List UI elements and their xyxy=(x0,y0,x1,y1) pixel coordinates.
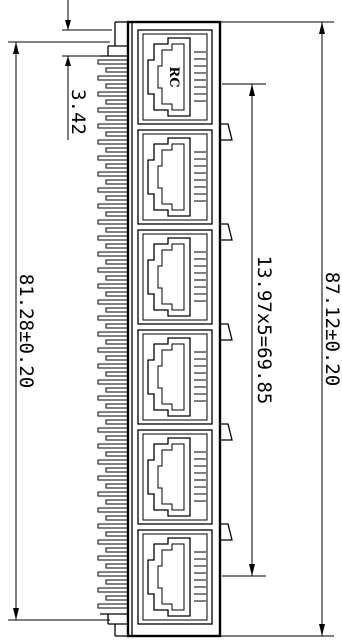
pin xyxy=(105,323,129,329)
pin xyxy=(97,347,129,353)
pin xyxy=(105,67,129,73)
pin xyxy=(97,251,129,257)
pin xyxy=(105,387,129,393)
pin xyxy=(97,411,129,417)
pin xyxy=(105,563,129,569)
pin xyxy=(97,91,129,97)
pin xyxy=(105,115,129,121)
pin xyxy=(105,163,129,169)
pin xyxy=(105,483,129,489)
pin xyxy=(105,451,129,457)
dimension-port-span: 81.28±0.20 xyxy=(8,41,110,621)
pin xyxy=(97,235,129,241)
pin xyxy=(105,179,129,185)
logo-mark: RC xyxy=(166,66,181,87)
pin xyxy=(105,531,129,537)
pin xyxy=(105,435,129,441)
dimension-overall-width-label: 87.12±0.20 xyxy=(321,272,342,386)
pin xyxy=(97,155,129,161)
pin xyxy=(105,467,129,473)
pin xyxy=(97,75,129,81)
pin xyxy=(97,171,129,177)
rj45-port xyxy=(137,229,213,325)
latch-tab xyxy=(219,123,233,141)
pin xyxy=(97,459,129,465)
pin xyxy=(97,203,129,209)
pin xyxy=(97,555,129,561)
pin xyxy=(97,59,129,65)
pin xyxy=(105,403,129,409)
pin xyxy=(105,499,129,505)
pin xyxy=(97,315,129,321)
dimension-port-pitch-label: 13.97x5=69.85 xyxy=(253,256,275,405)
pin xyxy=(105,595,129,601)
dimension-overall-width: 87.12±0.20 xyxy=(220,21,342,637)
dimension-tab-offset-label: 3.42 xyxy=(67,89,89,135)
pin xyxy=(97,267,129,273)
pin xyxy=(105,339,129,345)
pin xyxy=(97,523,129,529)
pin xyxy=(105,259,129,265)
dimension-tab-offset: 3.42 xyxy=(62,0,112,140)
pin xyxy=(105,275,129,281)
pin xyxy=(105,515,129,521)
pin xyxy=(97,395,129,401)
pin xyxy=(97,507,129,513)
pin xyxy=(105,195,129,201)
pin xyxy=(105,547,129,553)
latch-tab xyxy=(219,423,233,441)
pin xyxy=(97,539,129,545)
pin xyxy=(97,363,129,369)
rj45-port: RC xyxy=(137,29,213,125)
pin xyxy=(97,427,129,433)
pin xyxy=(97,603,129,609)
pin xyxy=(97,107,129,113)
latch-tabs xyxy=(219,123,233,541)
port-array: RC xyxy=(137,29,213,625)
pin xyxy=(105,147,129,153)
pin xyxy=(97,299,129,305)
latch-tab xyxy=(219,323,233,341)
dimension-port-pitch: 13.97x5=69.85 xyxy=(222,83,275,577)
dimension-port-span-label: 81.28±0.20 xyxy=(15,274,37,388)
pin xyxy=(105,355,129,361)
pin xyxy=(105,131,129,137)
pin xyxy=(97,379,129,385)
pin xyxy=(105,99,129,105)
pin xyxy=(97,123,129,129)
pin xyxy=(97,571,129,577)
pin xyxy=(105,227,129,233)
pin xyxy=(105,83,129,89)
pin xyxy=(97,283,129,289)
pin xyxy=(97,475,129,481)
pin xyxy=(105,243,129,249)
pin xyxy=(97,331,129,337)
pin xyxy=(97,587,129,593)
pin xyxy=(97,139,129,145)
rj45-port xyxy=(137,429,213,525)
pin xyxy=(105,579,129,585)
rj45-port xyxy=(137,329,213,425)
pin xyxy=(105,307,129,313)
latch-tab xyxy=(219,223,233,241)
pin xyxy=(105,371,129,377)
pin xyxy=(105,291,129,297)
pin-array xyxy=(97,59,129,609)
pin xyxy=(97,443,129,449)
pin xyxy=(97,491,129,497)
pin xyxy=(105,419,129,425)
latch-tab xyxy=(219,523,233,541)
rj45-port xyxy=(137,529,213,625)
pin xyxy=(105,211,129,217)
pin xyxy=(97,187,129,193)
pin xyxy=(97,219,129,225)
rj45-port xyxy=(137,129,213,225)
